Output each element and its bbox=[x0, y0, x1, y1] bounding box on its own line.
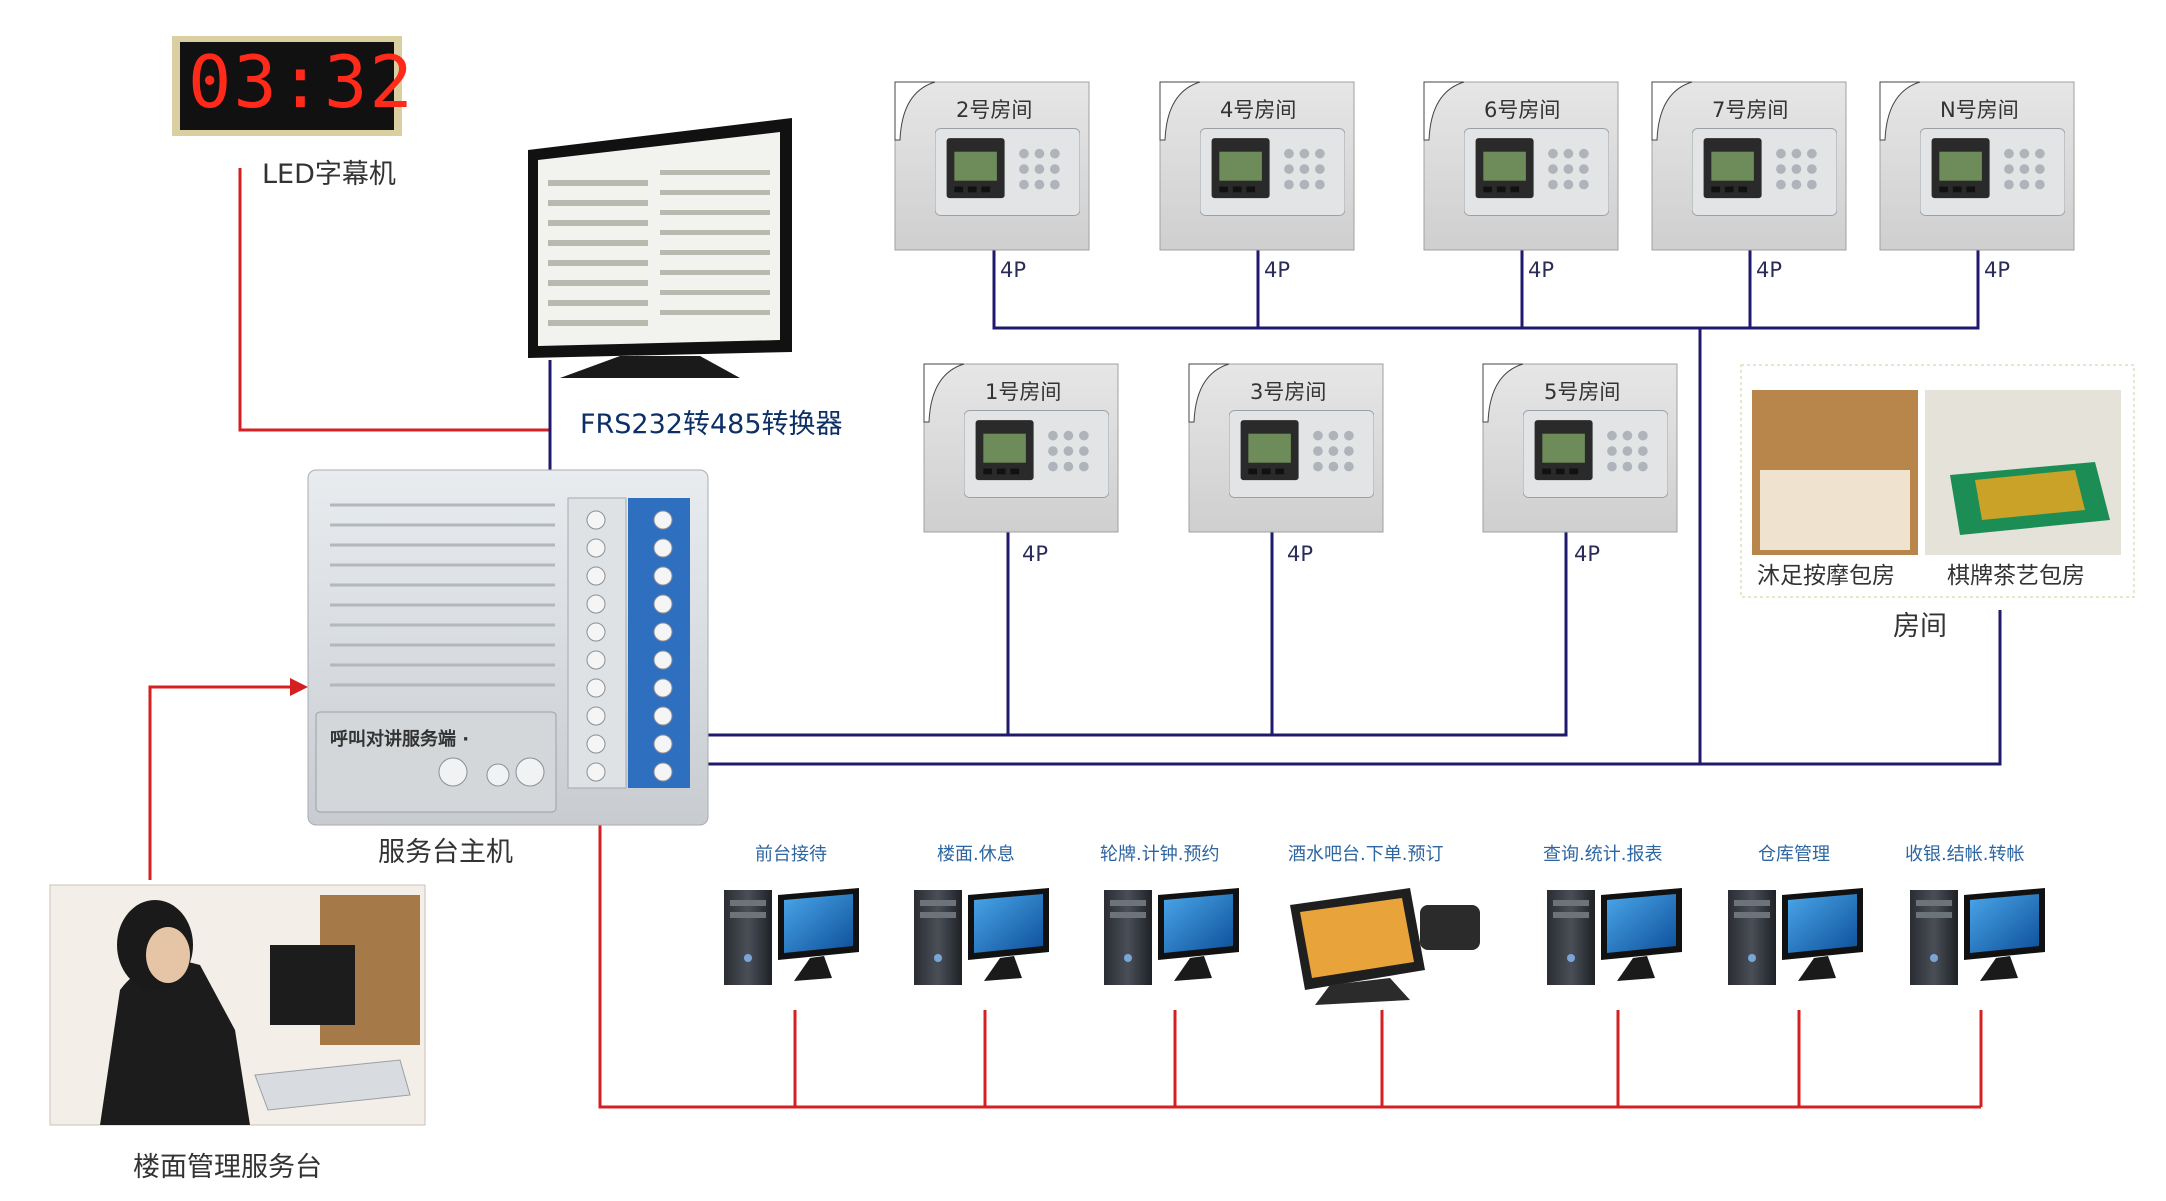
wire-label: 4P bbox=[1000, 258, 1027, 282]
room-name: 4号房间 bbox=[1220, 98, 1297, 122]
red-wires bbox=[148, 168, 1983, 1109]
rooms-mid bbox=[923, 363, 1678, 533]
desk-photo bbox=[49, 884, 426, 1126]
room-name: 2号房间 bbox=[956, 98, 1033, 122]
room-group-caption: 房间 bbox=[1893, 611, 1947, 642]
desk-caption: 楼面管理服务台 bbox=[133, 1152, 322, 1183]
monitor bbox=[528, 118, 792, 378]
terminal-label: 酒水吧台.下单.预订 bbox=[1288, 844, 1444, 865]
wire-label: 4P bbox=[1756, 258, 1783, 282]
terminal-label: 收银.结帐.转帐 bbox=[1905, 844, 2025, 865]
terminal-label: 前台接待 bbox=[755, 844, 827, 865]
monitor-caption: FRS232转485转换器 bbox=[580, 409, 843, 440]
rooms-top bbox=[894, 81, 2075, 251]
wire-label: 4P bbox=[1264, 258, 1291, 282]
wire-label: 4P bbox=[1287, 542, 1314, 566]
led-caption: LED字幕机 bbox=[262, 159, 396, 190]
room-name: 7号房间 bbox=[1712, 98, 1789, 122]
wire-label: 4P bbox=[1574, 542, 1601, 566]
arrow-head bbox=[290, 678, 308, 696]
terminal-label: 轮牌.计钟.预约 bbox=[1100, 844, 1220, 865]
photo-caption-right: 棋牌茶艺包房 bbox=[1947, 563, 2085, 589]
room-name: 1号房间 bbox=[985, 380, 1062, 404]
blue-wires bbox=[705, 250, 2002, 766]
wire-label: 4P bbox=[1022, 542, 1049, 566]
led-time: 03:32 bbox=[188, 40, 415, 124]
host-unit bbox=[307, 469, 709, 826]
room-name: 6号房间 bbox=[1484, 98, 1561, 122]
wire-label: 4P bbox=[1528, 258, 1555, 282]
terminal-label: 查询.统计.报表 bbox=[1543, 844, 1663, 865]
room-name: 5号房间 bbox=[1544, 380, 1621, 404]
terminal-label: 仓库管理 bbox=[1758, 844, 1830, 865]
terminal-computers bbox=[724, 888, 2045, 1005]
host-caption: 服务台主机 bbox=[378, 837, 513, 868]
terminal-label: 楼面.休息 bbox=[937, 844, 1015, 865]
room-name: 3号房间 bbox=[1250, 380, 1327, 404]
wire-label: 4P bbox=[1984, 258, 2011, 282]
photo-caption-left: 沐足按摩包房 bbox=[1757, 563, 1895, 589]
host-panel-text: 呼叫对讲服务端 · bbox=[330, 729, 470, 750]
room-name: N号房间 bbox=[1940, 98, 2019, 122]
led-display bbox=[172, 36, 402, 136]
room-photos bbox=[1740, 364, 2135, 598]
